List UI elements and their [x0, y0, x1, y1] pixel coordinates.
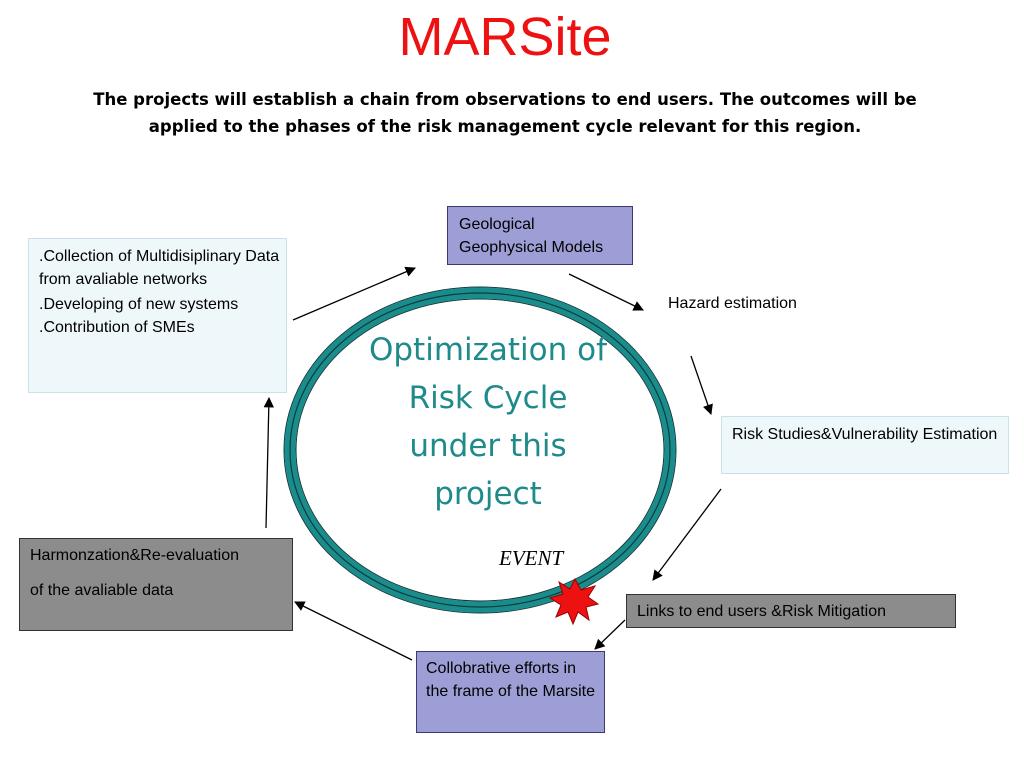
- collection-item-2: .Developing of new systems: [39, 296, 239, 313]
- arrow-collab-to-harmonization: [294, 601, 413, 661]
- risk-studies-box: Risk Studies&Vulnerability Estimation: [721, 416, 1009, 474]
- collection-item-3: .Contribution of SMEs: [39, 319, 195, 336]
- page-title: MARSite: [398, 7, 612, 67]
- links-text: Links to end users &Risk Mitigation: [637, 603, 886, 620]
- risk-cycle-ring-inner: [295, 298, 665, 602]
- risk-studies-text: Risk Studies&Vulnerability Estimation: [732, 426, 998, 443]
- geological-models-box: Geological Geophysical Models: [447, 206, 633, 265]
- collection-item-1: .Collection of Multidisiplinary Data fro…: [39, 248, 280, 288]
- arrow-collection-to-geo: [292, 266, 416, 321]
- geo-line-2: Geophysical Models: [459, 239, 604, 256]
- page-subtitle: The projects will establish a chain from…: [93, 90, 917, 136]
- risk-cycle-ring-outline: [289, 292, 671, 608]
- collab-text: Collobrative efforts in the frame of the…: [426, 660, 595, 700]
- hazard-estimation-label: Hazard estimation: [668, 295, 797, 312]
- arrow-links-to-collab: [594, 619, 626, 650]
- event-label: EVENT: [499, 546, 564, 570]
- harmonization-box: Harmonzation&Re-evaluation of the avalia…: [19, 538, 293, 631]
- cycle-center-text: Optimization of Risk Cycle under this pr…: [368, 332, 608, 512]
- data-collection-box: .Collection of Multidisiplinary Data fro…: [28, 238, 287, 393]
- arrow-geo-to-hazard: [568, 273, 644, 311]
- harmonization-line-1: Harmonzation&Re-evaluation: [30, 547, 239, 564]
- event-burst-icon: [548, 577, 600, 626]
- arrow-risk-to-links: [652, 488, 722, 581]
- risk-cycle-ring-outer: [283, 286, 677, 614]
- harmonization-line-2: of the avaliable data: [30, 582, 174, 599]
- collaborative-efforts-box: Collobrative efforts in the frame of the…: [416, 651, 605, 733]
- arrow-harmonization-to-collection: [263, 396, 274, 529]
- end-users-links-box: Links to end users &Risk Mitigation: [626, 594, 956, 628]
- geo-line-1: Geological: [459, 216, 535, 233]
- arrow-hazard-to-risk: [690, 355, 713, 415]
